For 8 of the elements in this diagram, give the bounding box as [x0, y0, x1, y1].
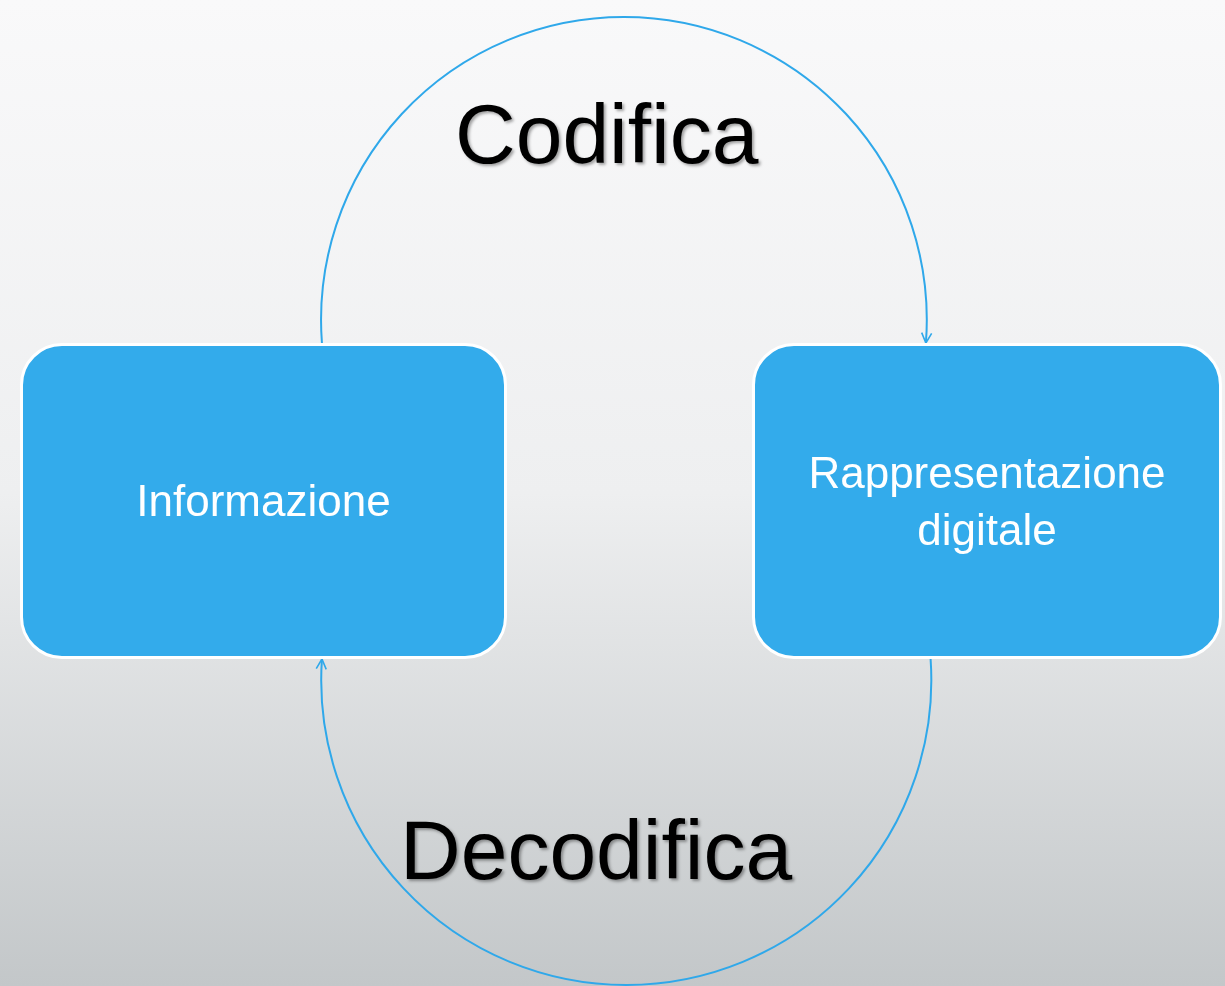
curved-arrow	[320, 16, 932, 344]
edge-label: Decodifica	[400, 808, 793, 892]
curved-arrow	[316, 658, 932, 986]
box-label: Informazione	[136, 475, 391, 528]
process-box	[20, 343, 507, 659]
box-label: Rappresentazione digitale	[807, 446, 1167, 556]
process-box	[752, 343, 1222, 659]
edge-label: Codifica	[455, 92, 759, 176]
